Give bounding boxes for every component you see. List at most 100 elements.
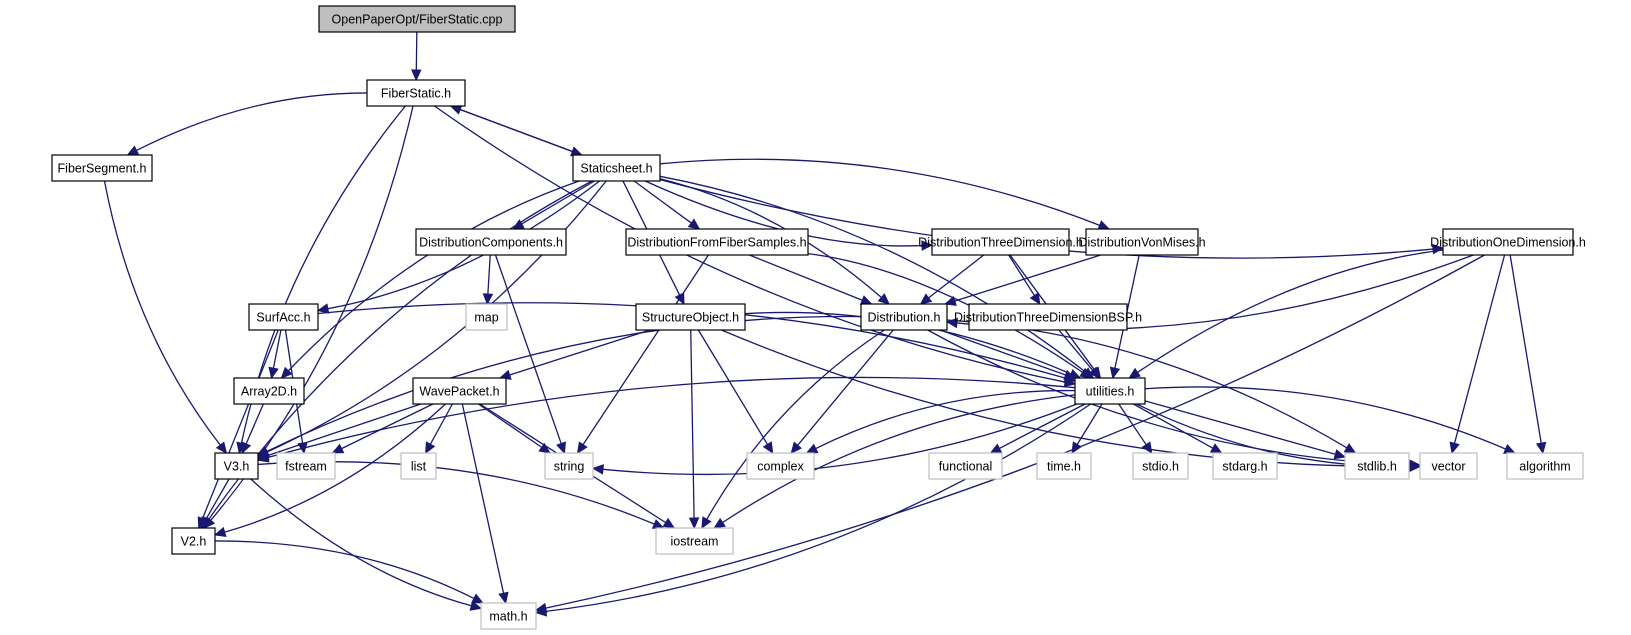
- edge-utilities-to-v3: [256, 376, 1076, 463]
- node-box: [415, 228, 567, 256]
- edge-line: [205, 478, 230, 520]
- node-box: [860, 303, 948, 331]
- edge-line: [267, 376, 1076, 459]
- node-label: utilities.h: [1086, 385, 1135, 399]
- node-label: DistributionFromFiberSamples.h: [627, 236, 806, 250]
- edge-root-to-fiberstatic: [411, 31, 422, 82]
- node-fiberstatic[interactable]: FiberStatic.h: [366, 79, 466, 107]
- edge-wavepacket-to-fstream: [331, 403, 434, 454]
- node-distribution[interactable]: Distribution.h: [860, 303, 948, 331]
- edge-line: [459, 108, 582, 156]
- node-fstream: fstream: [276, 452, 336, 480]
- edge-distcomponents-to-string: [494, 254, 567, 455]
- edge-wavepacket-to-list: [425, 403, 453, 455]
- arrowhead-icon: [331, 443, 345, 454]
- node-surfacc[interactable]: SurfAcc.h: [248, 303, 319, 331]
- edge-staticsheet-to-distcomponents: [511, 180, 595, 230]
- edge-line: [659, 175, 1086, 373]
- edge-line: [267, 403, 422, 457]
- arrowhead-icon: [921, 240, 934, 251]
- edge-line: [250, 478, 472, 607]
- node-algorithm: algorithm: [1506, 452, 1584, 480]
- node-label: functional: [939, 460, 993, 474]
- node-dist3dbsp[interactable]: DistributionThreeDimensionBSP.h: [954, 303, 1142, 331]
- node-box: [1442, 228, 1574, 256]
- node-label: map: [474, 311, 498, 325]
- node-box: [1036, 452, 1092, 480]
- edge-dist1d-to-algorithm: [1509, 254, 1547, 455]
- node-label: stdio.h: [1142, 460, 1179, 474]
- edge-line: [1076, 403, 1103, 445]
- node-string: string: [544, 452, 594, 480]
- node-label: algorithm: [1519, 460, 1570, 474]
- edge-line: [461, 403, 505, 594]
- node-v3[interactable]: V3.h: [214, 452, 259, 480]
- arrowhead-icon: [688, 517, 700, 530]
- edge-line: [214, 540, 475, 600]
- edge-line: [545, 403, 1092, 613]
- arrowhead-icon: [316, 303, 330, 314]
- edge-utilities-to-time: [1071, 403, 1103, 455]
- edge-line: [954, 254, 1101, 302]
- arrowhead-icon: [1079, 367, 1092, 379]
- node-label: FiberStatic.h: [381, 87, 451, 101]
- edge-line: [521, 180, 595, 225]
- arrowhead-icon: [859, 295, 873, 305]
- node-staticsheet[interactable]: Staticsheet.h: [572, 154, 661, 182]
- node-label: SurfAcc.h: [256, 311, 310, 325]
- node-distcomponents[interactable]: DistributionComponents.h: [415, 228, 567, 256]
- node-label: DistributionVonMises.h: [1078, 236, 1205, 250]
- arrowhead-icon: [1449, 441, 1460, 455]
- arrowhead-icon: [1343, 443, 1357, 454]
- node-box: [214, 452, 259, 480]
- node-label: vector: [1431, 460, 1465, 474]
- node-root[interactable]: OpenPaperOpt/FiberStatic.cpp: [318, 5, 516, 33]
- node-fibersegment[interactable]: FiberSegment.h: [51, 154, 153, 182]
- node-box: [635, 303, 746, 331]
- arrowhead-icon: [1141, 441, 1153, 455]
- node-box: [480, 602, 537, 630]
- node-distfromfiber[interactable]: DistributionFromFiberSamples.h: [625, 228, 809, 256]
- node-box: [928, 452, 1003, 480]
- arrowhead-icon: [241, 441, 252, 455]
- edge-line: [266, 315, 862, 452]
- node-label: Array2D.h: [241, 385, 297, 399]
- edge-line: [224, 403, 446, 533]
- arrowhead-icon: [126, 145, 140, 156]
- node-label: DistributionThreeDimension.h: [918, 236, 1083, 250]
- node-structobj[interactable]: StructureObject.h: [635, 303, 746, 331]
- node-wavepacket[interactable]: WavePacket.h: [412, 377, 507, 405]
- edge-line: [434, 105, 1066, 383]
- edges-layer: [103, 31, 1547, 617]
- node-dist3d[interactable]: DistributionThreeDimension.h: [918, 228, 1083, 256]
- edge-line: [602, 403, 1078, 476]
- arrowhead-icon: [651, 519, 665, 529]
- node-dist1d[interactable]: DistributionOneDimension.h: [1430, 228, 1586, 256]
- edge-line: [415, 31, 418, 71]
- node-math: math.h: [480, 602, 537, 630]
- node-v2[interactable]: V2.h: [171, 527, 216, 555]
- edge-distribution-to-iostream: [701, 329, 885, 530]
- node-functional: functional: [928, 452, 1003, 480]
- edge-line: [272, 329, 282, 369]
- node-box: [655, 527, 734, 555]
- edge-line: [1133, 403, 1214, 449]
- node-array2d[interactable]: Array2D.h: [233, 377, 305, 405]
- node-label: iostream: [671, 535, 719, 549]
- edge-line: [722, 394, 1076, 524]
- arrowhead-icon: [556, 441, 567, 455]
- node-label: DistributionThreeDimensionBSP.h: [954, 311, 1142, 325]
- node-box: [366, 79, 466, 107]
- edge-line: [201, 329, 279, 519]
- arrowhead-icon: [576, 441, 588, 455]
- node-label: V3.h: [224, 460, 250, 474]
- node-utilities[interactable]: utilities.h: [1074, 377, 1146, 405]
- node-list: list: [400, 452, 437, 480]
- edge-line: [999, 403, 1086, 449]
- edge-line: [815, 389, 1076, 450]
- arrowhead-icon: [1029, 292, 1041, 306]
- node-label: DistributionOneDimension.h: [1430, 236, 1586, 250]
- node-distvonmises[interactable]: DistributionVonMises.h: [1078, 228, 1206, 256]
- edge-v3-to-v2: [200, 478, 230, 530]
- node-box: [544, 452, 594, 480]
